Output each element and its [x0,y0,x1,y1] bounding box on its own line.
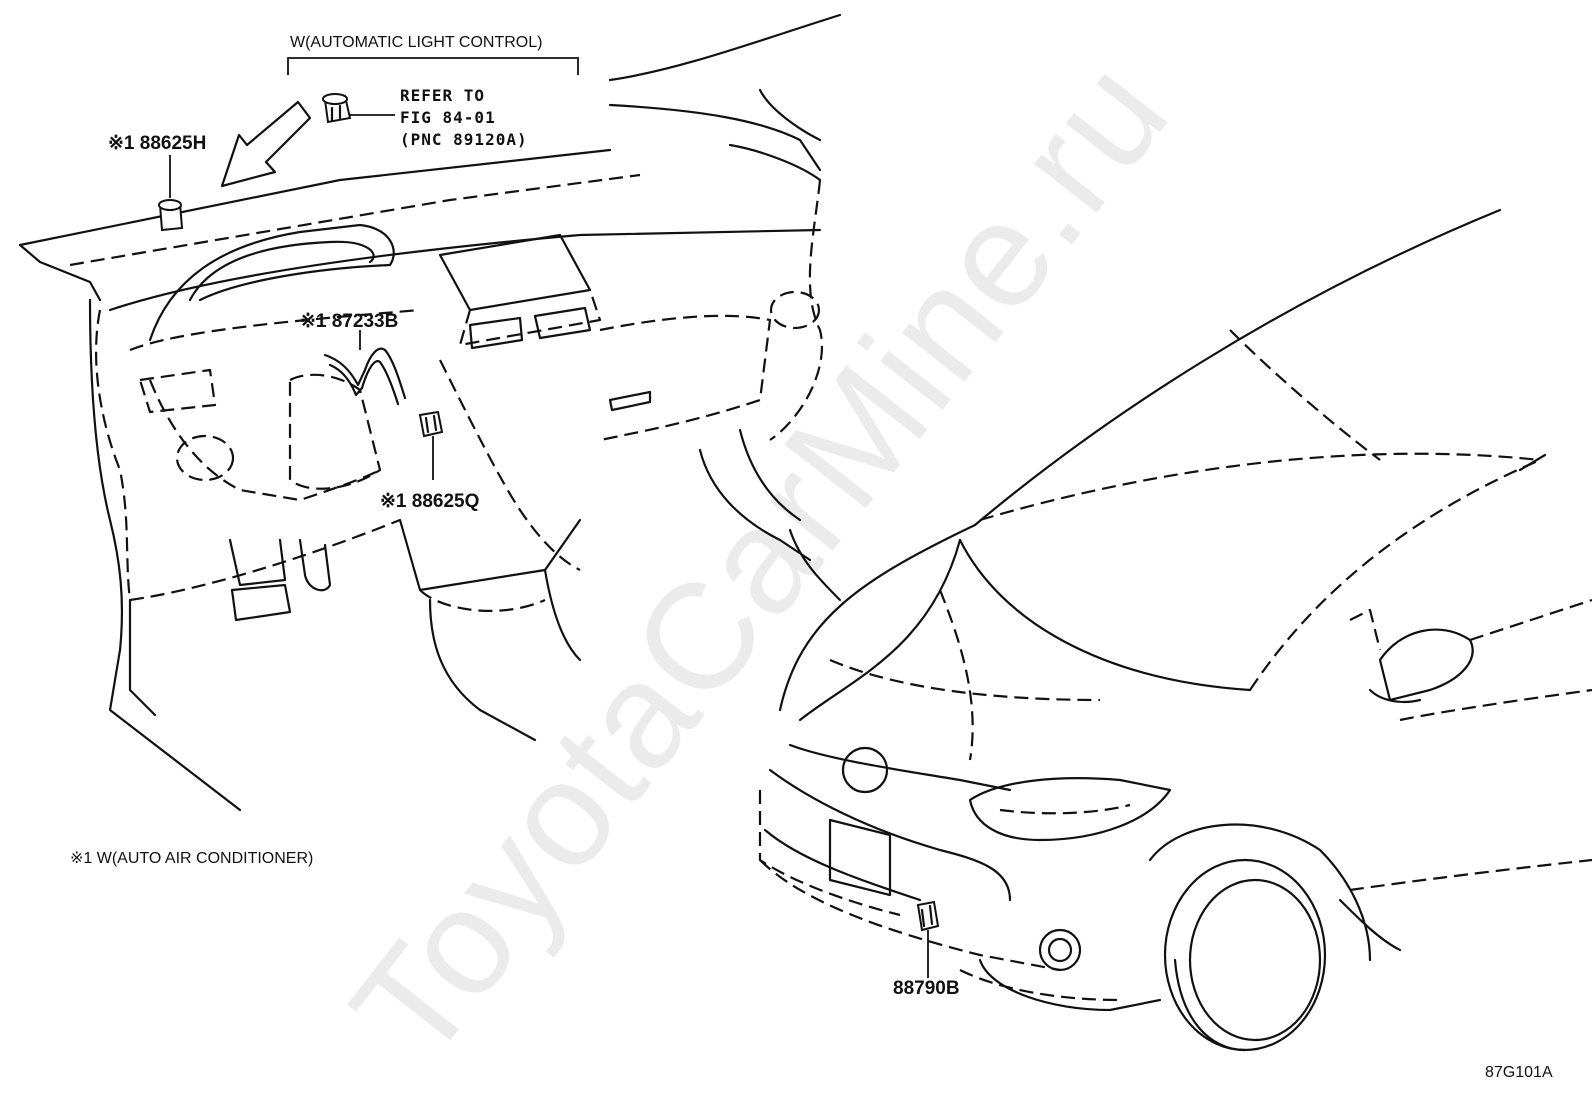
refer-line-2: FIG 84-01 [400,108,496,127]
view-arrow [220,100,312,188]
hose-87233b [323,330,407,406]
refer-line-1: REFER TO [400,86,486,105]
part-label-88790b: 88790B [893,978,960,999]
auto-light-group-label: W(AUTOMATIC LIGHT CONTROL) [290,34,543,51]
light-control-sensor [322,93,395,124]
auto-light-bracket [287,57,579,75]
figure-code: 87G101A [1485,1064,1553,1081]
part-label-88625q: ※1 88625Q [380,491,480,512]
sensor-88625q [418,410,444,480]
sensor-88625h [158,155,184,232]
part-label-87233b: ※1 87233B [300,311,399,332]
footnote: ※1 W(AUTO AIR CONDITIONER) [70,850,314,867]
sensor-88790b [916,900,940,978]
part-label-88625h: ※1 88625H [108,133,207,154]
dashboard-outline [18,13,842,812]
car-front-outline [758,208,1592,1052]
refer-line-3: (PNC 89120A) [400,130,528,149]
